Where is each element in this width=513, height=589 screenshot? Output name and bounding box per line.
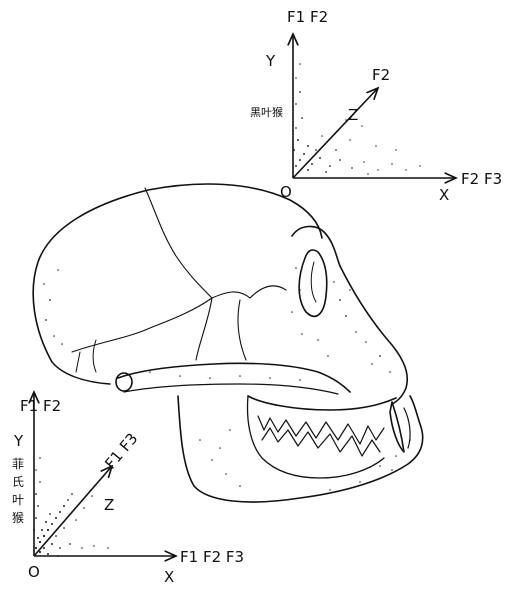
- upper-y-axis-letter: Y: [265, 52, 276, 70]
- upper-canine: [390, 402, 404, 452]
- sphenoid-suture: [196, 286, 286, 360]
- maxilla: [248, 396, 396, 410]
- squamosal-suture: [72, 292, 250, 352]
- mandible: [178, 396, 423, 502]
- upper-origin-label: O: [280, 183, 292, 201]
- skull-stippling: [43, 267, 411, 491]
- lower-z-axis-label: F1 F3: [101, 429, 141, 472]
- lower-point-cloud: [33, 457, 109, 557]
- upper-x-axis-letter: X: [439, 186, 449, 204]
- lower-teeth: [262, 428, 380, 456]
- lower-species-char-1: 菲: [12, 457, 24, 471]
- upper-z-axis-label: F2: [372, 66, 390, 84]
- upper-y-top-label: F1 F2: [287, 8, 328, 26]
- upper-species-label: 黑叶猴: [250, 105, 283, 119]
- orbit: [299, 250, 327, 316]
- coronal-suture: [145, 188, 212, 298]
- lower-x-end-label: F1 F2 F3: [180, 548, 244, 566]
- lower-y-axis-letter: Y: [13, 432, 24, 450]
- lower-x-axis-letter: X: [164, 568, 174, 586]
- lower-z-axis-letter: Z: [104, 496, 114, 514]
- upper-z-axis-letter: Z: [348, 106, 358, 124]
- lower-z-axis: [34, 466, 112, 556]
- lower-axes: F1 F2 Y F1 F3 Z F1 F2 F3 X O 菲 氏 叶 猴: [12, 392, 244, 586]
- cranium-outline: [33, 184, 322, 362]
- skull-drawing: [33, 184, 423, 502]
- lower-origin-label: O: [28, 563, 40, 581]
- upper-axes: F1 F2 Y F2 Z F2 F3 X O 黑叶猴: [250, 8, 502, 204]
- lower-species-char-3: 叶: [12, 493, 24, 507]
- lower-y-top-label: F1 F2: [20, 397, 61, 415]
- upper-z-axis: [293, 88, 378, 178]
- lower-species-char-2: 氏: [12, 475, 24, 489]
- upper-x-end-label: F2 F3: [461, 170, 502, 188]
- lower-species-char-4: 猴: [12, 511, 24, 525]
